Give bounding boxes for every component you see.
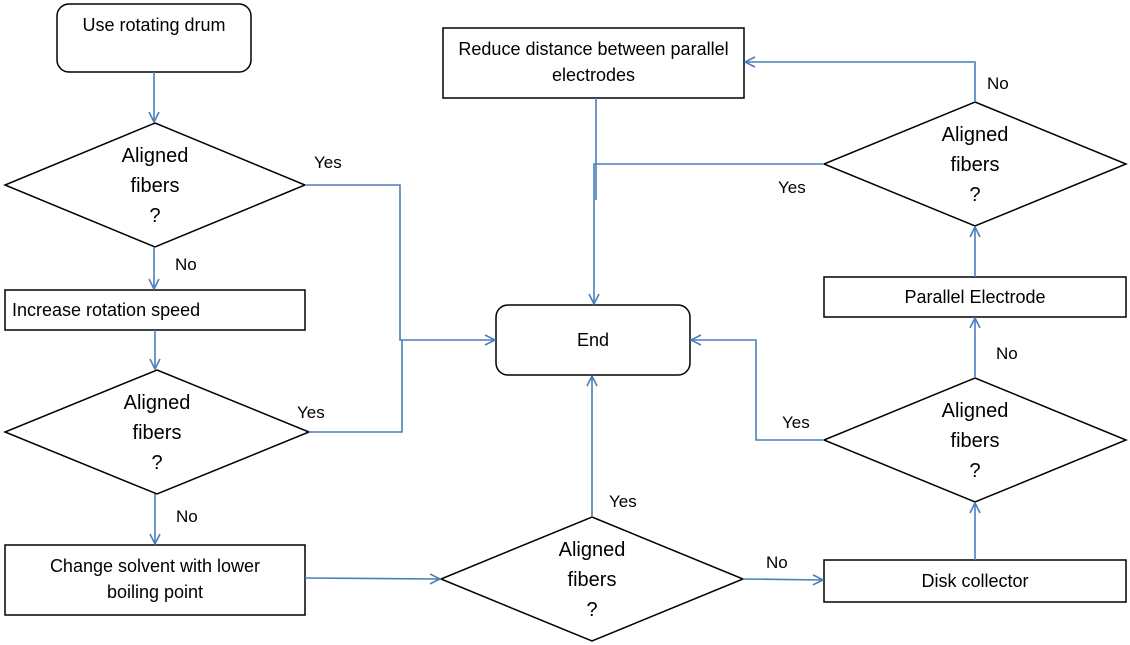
decision-line-aligned: Aligned	[121, 145, 189, 167]
decision-4-text: Aligned fibers ?	[915, 396, 1035, 486]
edge-label-no: No	[175, 255, 197, 274]
rotating-drum-label: Use rotating drum	[82, 15, 226, 35]
decision-line-fibers: fibers	[567, 569, 617, 591]
decision-line-aligned: Aligned	[941, 124, 1009, 146]
edge-label-no: No	[987, 74, 1009, 93]
decision-3-text: Aligned fibers ?	[532, 535, 652, 625]
disk-collector-box	[823, 559, 1127, 603]
edge-label-yes: Yes	[297, 403, 325, 422]
decision-line-aligned: Aligned	[558, 539, 626, 561]
decision-2-text: Aligned fibers ?	[97, 388, 217, 478]
increase-speed-box	[4, 289, 306, 331]
edge-label-no: No	[996, 344, 1018, 363]
change-solvent-box	[4, 544, 306, 616]
arrow-solvent-to-decision3	[304, 578, 440, 579]
decision-line-fibers: fibers	[950, 430, 1000, 452]
decision-3-diamond	[439, 516, 745, 642]
parallel-electrode-label: Parallel Electrode	[904, 287, 1046, 307]
edge-label-yes: Yes	[314, 153, 342, 172]
increase-speed-label: Increase rotation speed	[12, 300, 201, 320]
disk-collector-label: Disk collector	[921, 571, 1029, 591]
arrow-decision2-yes	[309, 340, 403, 433]
edge-label-yes: Yes	[782, 413, 810, 432]
decision-line-question: ?	[586, 599, 598, 621]
decision-line-aligned: Aligned	[941, 400, 1009, 422]
arrow-decision5-no	[745, 62, 976, 102]
decision-line-question: ?	[151, 452, 163, 474]
decision-1-diamond	[3, 122, 307, 248]
decision-2-diamond	[3, 369, 311, 495]
arrow-decision1-yes	[305, 184, 495, 340]
change-solvent-label: Change solvent with lower boiling point	[49, 556, 261, 602]
decision-line-fibers: fibers	[950, 154, 1000, 176]
decision-line-question: ?	[969, 184, 981, 206]
edge-label-no: No	[176, 507, 198, 526]
decision-line-fibers: fibers	[130, 175, 180, 197]
reduce-distance-label: Reduce distance between parallel electro…	[458, 39, 729, 85]
decision-line-question: ?	[149, 205, 161, 227]
decision-line-question: ?	[969, 460, 981, 482]
end-label: End	[576, 330, 610, 350]
arrow-decision4-yes	[691, 340, 824, 441]
edge-label-yes: Yes	[609, 492, 637, 511]
edge-label-no: No	[766, 553, 788, 572]
arrow-decision3-no	[742, 579, 823, 580]
decision-line-aligned: Aligned	[123, 392, 191, 414]
decision-1-text: Aligned fibers ?	[95, 141, 215, 231]
decision-line-fibers: fibers	[132, 422, 182, 444]
decision-5-text: Aligned fibers ?	[915, 120, 1035, 210]
arrow-decision5-yes	[594, 163, 824, 304]
edge-label-yes: Yes	[778, 178, 806, 197]
